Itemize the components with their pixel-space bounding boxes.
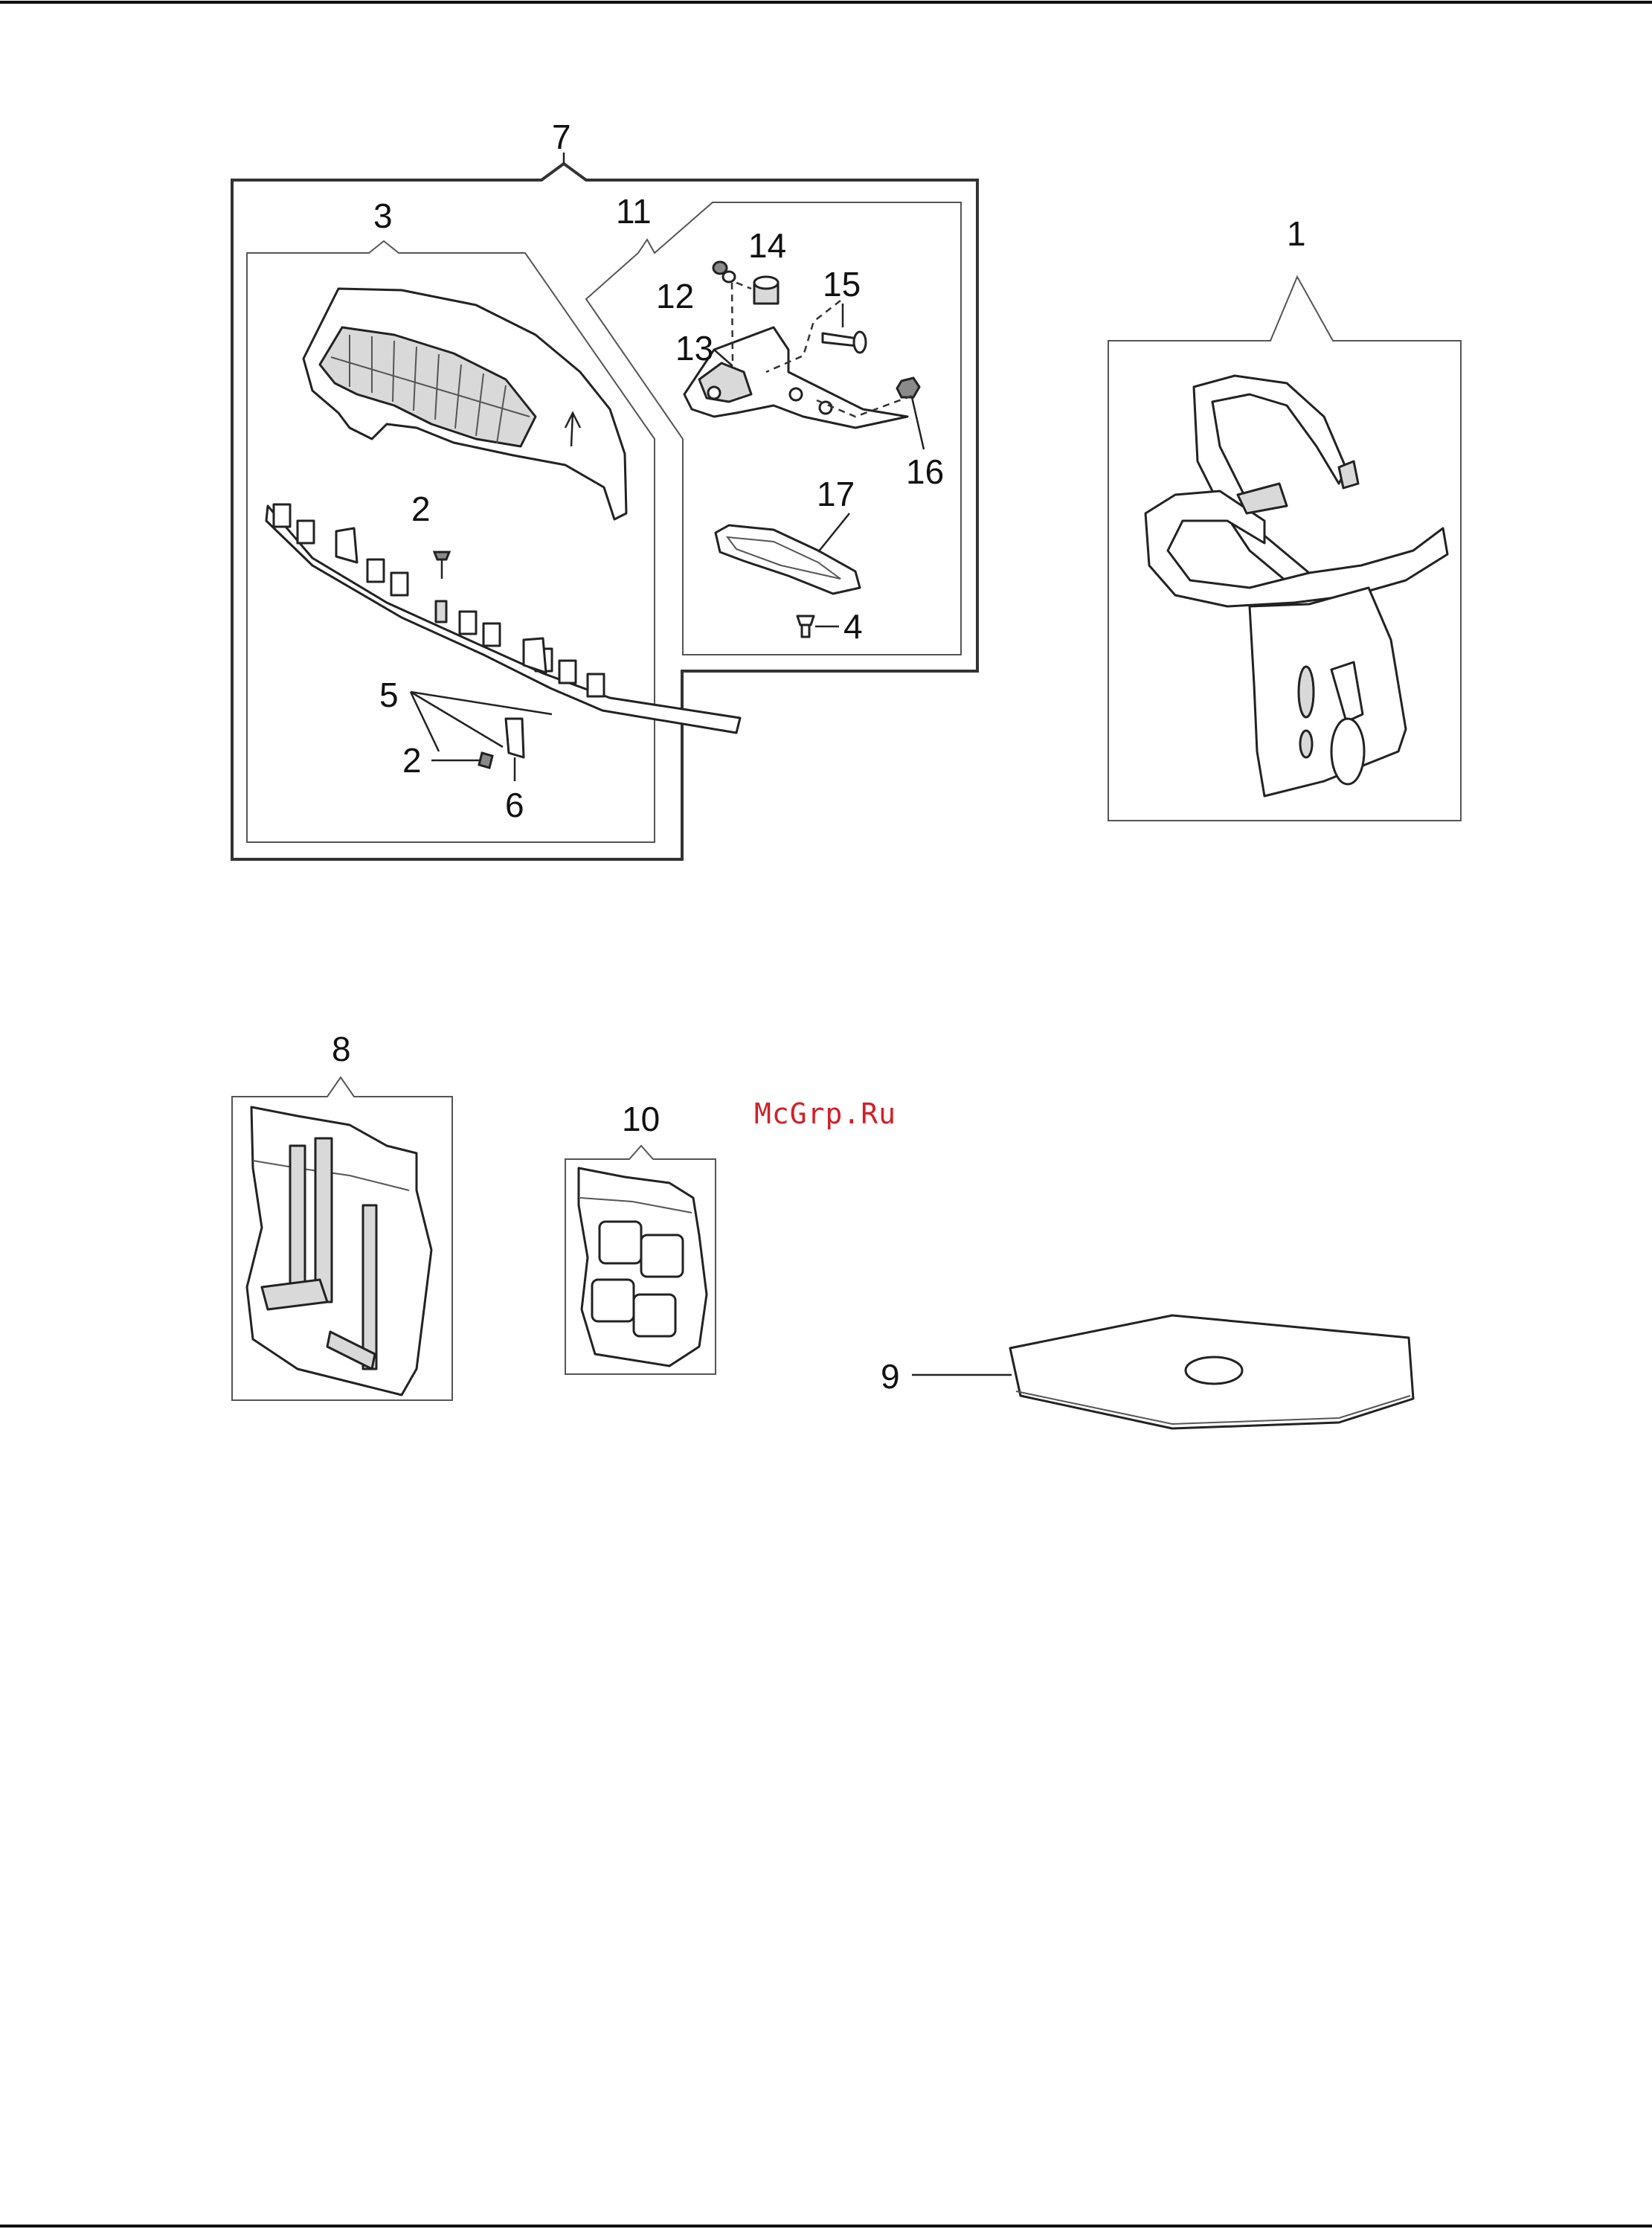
bushing-14 [736,277,778,304]
plate-6 [506,719,524,781]
callout-14: 14 [748,226,786,265]
bracket-13 [684,327,907,428]
callout-4: 4 [843,607,863,646]
callout-15: 15 [823,265,861,304]
callout-6: 6 [505,786,524,824]
group-11-frame [586,202,961,655]
bag-10 [579,1168,707,1366]
callout-8: 8 [332,1030,351,1068]
callout-9: 9 [881,1357,900,1396]
callout-5: 5 [379,676,399,714]
screw-4 [797,616,839,637]
screw-2-upper [434,552,449,579]
callout-12: 12 [656,277,694,315]
callout-17: 17 [817,475,855,513]
callout-2-lower: 2 [402,741,422,780]
callout-11: 11 [616,192,652,231]
callout-13: 13 [675,329,713,368]
callout-2-upper: 2 [411,490,431,528]
callout-1: 1 [1287,214,1306,253]
callout-10: 10 [622,1100,660,1138]
shoulder-harness [1145,376,1447,796]
guard-skirt [266,504,740,733]
screw-2-lower [431,753,492,768]
callout-5-leaders [411,692,552,751]
skid-plate-17 [716,513,860,594]
watermark: McGrp.Ru [754,1097,896,1130]
blade-9 [912,1315,1413,1428]
callout-7: 7 [552,118,571,156]
callout-16: 16 [906,452,944,491]
callout-3: 3 [373,196,393,235]
group-7-frame [232,153,977,859]
tool-kit-bag [247,1107,431,1395]
guard-cover [303,289,626,519]
